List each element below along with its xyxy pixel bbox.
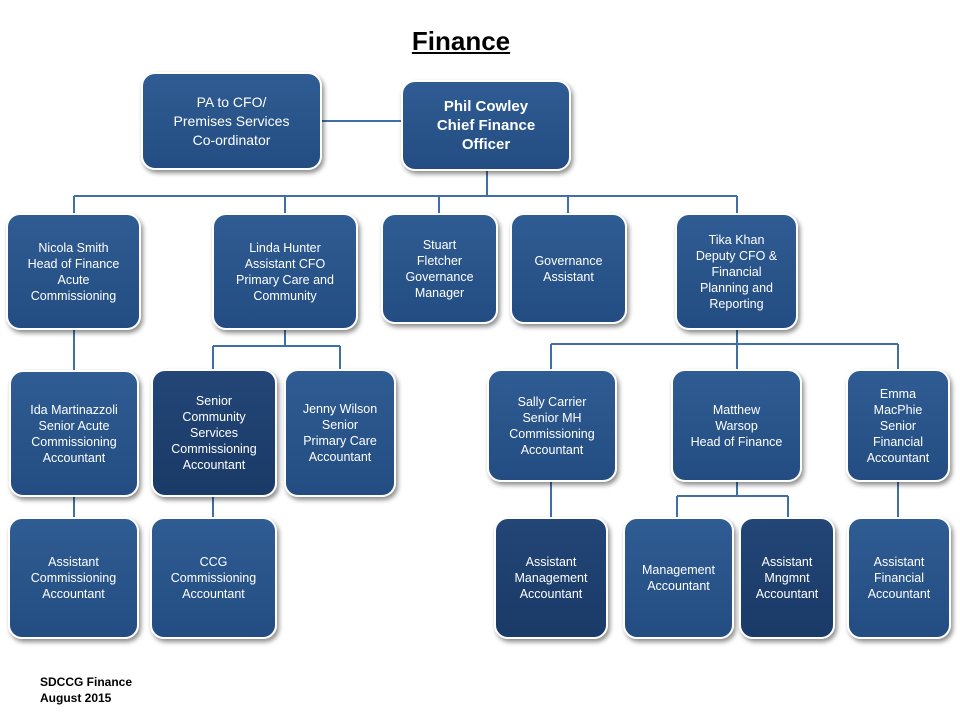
box-assistant-commissioning-accountant: Assistant Commissioning Accountant [8,517,139,639]
box-nicola-smith: Nicola Smith Head of Finance Acute Commi… [6,213,141,330]
footer: SDCCG Finance August 2015 [40,674,132,706]
box-jenny-wilson: Jenny Wilson Senior Primary Care Account… [284,369,396,497]
box-ccg-commissioning-accountant: CCG Commissioning Accountant [150,517,277,639]
box-assistant-management-accountant: Assistant Management Accountant [494,517,608,639]
box-stuart-fletcher: Stuart Fletcher Governance Manager [381,213,498,324]
box-pa-to-cfo: PA to CFO/ Premises Services Co-ordinato… [141,72,322,170]
box-linda-hunter: Linda Hunter Assistant CFO Primary Care … [212,213,358,330]
page-title: Finance [411,26,511,56]
box-governance-assistant: Governance Assistant [510,213,627,324]
box-assistant-mngmnt-accountant: Assistant Mngmnt Accountant [739,517,835,639]
box-senior-community-services: Senior Community Services Commissioning … [151,369,277,497]
box-emma-macphie: Emma MacPhie Senior Financial Accountant [846,369,950,482]
footer-org: SDCCG Finance [40,675,133,689]
footer-date: August 2015 [40,691,112,705]
box-chief-finance-officer: Phil Cowley Chief Finance Officer [401,80,571,171]
box-sally-carrier: Sally Carrier Senior MH Commissioning Ac… [487,369,617,482]
box-ida-martinazzoli: Ida Martinazzoli Senior Acute Commission… [9,370,139,497]
box-matthew-warsop: Matthew Warsop Head of Finance [671,369,802,482]
box-management-accountant: Management Accountant [623,517,734,639]
box-assistant-financial-accountant: Assistant Financial Accountant [847,517,951,639]
box-tika-khan: Tika Khan Deputy CFO & Financial Plannin… [675,213,798,330]
